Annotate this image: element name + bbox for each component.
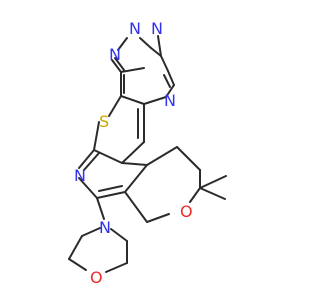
bond — [81, 227, 101, 237]
bond — [93, 121, 100, 151]
atom-layer: N N N N S N O N O — [74, 19, 193, 287]
bond — [124, 191, 148, 223]
atom-n: N — [109, 45, 121, 64]
bond — [120, 67, 145, 73]
bond — [93, 149, 123, 164]
bond — [165, 84, 175, 98]
bond — [78, 149, 95, 169]
atom-o: O — [90, 268, 103, 287]
bond — [143, 96, 167, 105]
bond — [199, 175, 227, 189]
bond — [108, 95, 122, 117]
bond — [68, 258, 87, 271]
bond — [78, 177, 98, 199]
bond — [176, 146, 201, 171]
bond-layer — [68, 35, 227, 273]
bond — [117, 37, 128, 51]
bond — [167, 70, 175, 86]
bond — [121, 141, 145, 164]
atom-n: N — [99, 218, 111, 237]
bond — [68, 235, 83, 260]
bond — [199, 187, 226, 200]
bond — [146, 146, 178, 166]
bond — [146, 213, 170, 223]
bond — [83, 152, 100, 171]
molecule-canvas: N N N N S N O N O — [68, 19, 227, 287]
bond — [105, 262, 128, 273]
bond — [114, 57, 125, 71]
bond — [96, 197, 105, 220]
atom-n: N — [74, 166, 86, 185]
bond — [96, 191, 126, 199]
bond — [121, 162, 148, 166]
atom-n: N — [151, 19, 163, 38]
atom-s: S — [99, 112, 109, 131]
molecule-structure: N N N N S N O N O — [68, 19, 227, 287]
bond — [189, 187, 201, 203]
atom-n: N — [129, 19, 141, 38]
bond — [139, 37, 152, 49]
bond — [150, 47, 162, 57]
bond — [124, 164, 148, 193]
bond — [111, 59, 122, 73]
atom-o: O — [180, 202, 193, 221]
bond — [160, 55, 169, 72]
bond — [157, 35, 162, 57]
bond — [120, 95, 145, 105]
atom-n: N — [164, 91, 176, 110]
bond — [110, 228, 128, 242]
bond — [163, 74, 171, 88]
bond — [98, 185, 123, 192]
